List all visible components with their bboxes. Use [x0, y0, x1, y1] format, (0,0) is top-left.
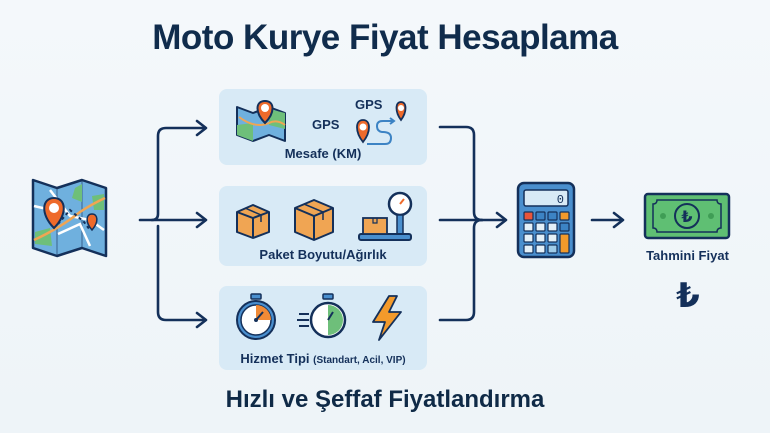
input-label-service: Hizmet Tipi (Standart, Acil, VIP)	[219, 351, 427, 366]
calculator-icon: 0	[516, 181, 576, 264]
banknote-icon: ₺	[643, 192, 731, 245]
input-panel-distance: GPS GPS Mesafe (KM)	[219, 89, 427, 165]
map-pin-icon	[233, 95, 299, 148]
input-panel-service: Hizmet Tipi (Standart, Acil, VIP)	[219, 286, 427, 370]
box-icon	[291, 194, 337, 247]
page-subtitle: Hızlı ve Şeffaf Fiyatlandırma	[225, 386, 545, 413]
page-title: Moto Kurye Fiyat Hesaplama	[152, 18, 618, 57]
input-label-distance: Mesafe (KM)	[284, 146, 362, 161]
stopwatch-icon	[233, 292, 279, 347]
svg-text:₺: ₺	[681, 207, 692, 226]
input-label-package: Paket Boyutu/Ağırlık	[259, 247, 387, 262]
input-panel-package: Paket Boyutu/Ağırlık	[219, 186, 427, 266]
service-options-note: (Standart, Acil, VIP)	[313, 355, 406, 366]
fast-stopwatch-icon	[295, 292, 351, 347]
scale-icon	[357, 190, 413, 251]
gps-label: GPS	[355, 97, 383, 112]
service-label: Hizmet Tipi	[240, 351, 310, 366]
box-icon	[233, 200, 273, 245]
svg-text:0: 0	[557, 193, 564, 207]
lightning-icon	[369, 294, 405, 347]
estimated-price-label: Tahmini Fiyat	[646, 248, 729, 263]
route-icon	[353, 94, 413, 159]
source-map-icon	[30, 176, 110, 266]
lira-symbol: ₺	[676, 276, 700, 316]
gps-label: GPS	[312, 117, 340, 132]
